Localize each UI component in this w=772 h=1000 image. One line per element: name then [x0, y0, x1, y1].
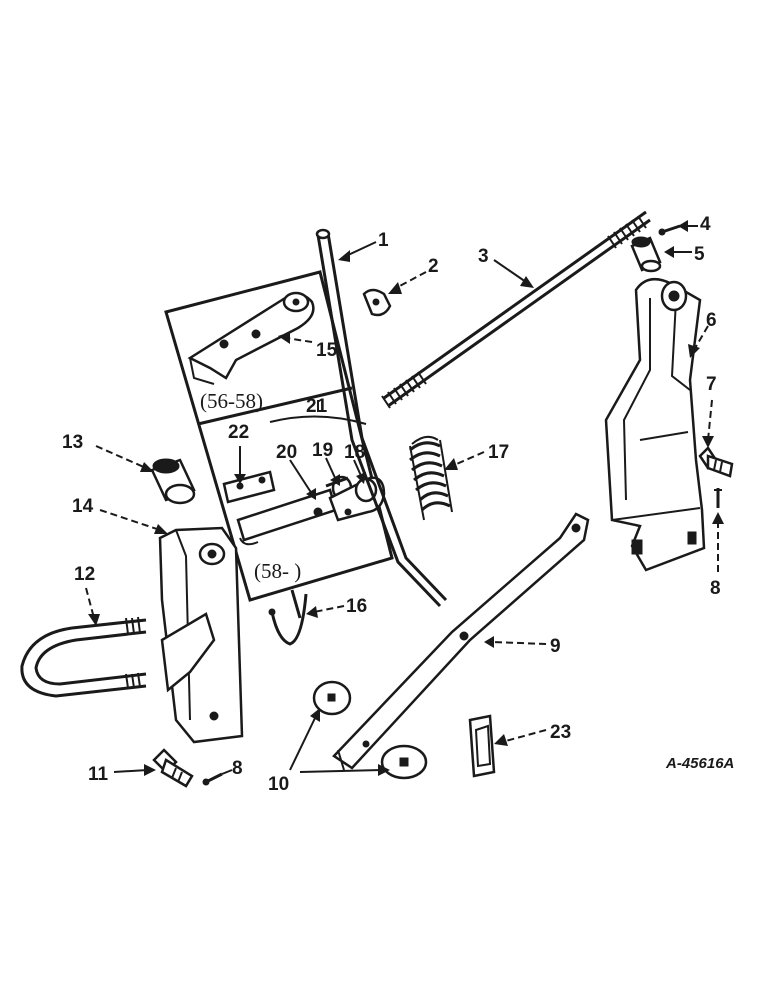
callout-1: 1 [378, 230, 389, 251]
callout-14: 14 [72, 496, 94, 517]
part-8-screw-left [202, 772, 223, 786]
callout-11: 11 [88, 764, 109, 785]
callout-2: 2 [428, 256, 439, 277]
inset-label-lower: (58- ) [254, 559, 301, 583]
callout-3: 3 [478, 246, 489, 267]
callout-18: 18 [344, 442, 365, 463]
figure-reference: A-45616A [665, 755, 734, 772]
callout-7: 7 [706, 374, 717, 395]
callout-9: 9 [550, 636, 561, 657]
part-7-bolt [698, 446, 734, 478]
part-2-clip [362, 288, 392, 317]
part-13-bushing [150, 458, 196, 505]
part-5-bushing [630, 236, 662, 273]
part-9-bar [332, 512, 590, 771]
callout-23: 23 [550, 722, 571, 743]
callout-15: 15 [316, 340, 338, 361]
inset-label-upper: (56-58) [200, 389, 263, 413]
part-12-u-bolt [20, 616, 147, 698]
part-10-washer-lower [380, 744, 428, 780]
callout-8-left: 8 [232, 758, 243, 779]
part-3-threaded-rod [381, 210, 651, 409]
callout-16: 16 [346, 596, 367, 617]
callout-4: 4 [700, 214, 711, 235]
part-23-plate [468, 714, 496, 778]
part-20-plate [236, 488, 338, 542]
callout-6: 6 [706, 310, 717, 331]
callout-13: 13 [62, 432, 83, 453]
callout-8-right: 8 [710, 578, 721, 599]
callout-17: 17 [488, 442, 509, 463]
part-1-rod [315, 228, 448, 608]
inset-panel [164, 270, 394, 602]
part-4-cotter-pin [658, 224, 681, 236]
part-10-washer-upper [312, 680, 352, 716]
part-11-bolt [152, 748, 194, 788]
callout-10: 10 [268, 774, 289, 795]
leader-lines [85, 220, 724, 776]
part-16-clip [268, 589, 308, 646]
part-15-link [187, 291, 315, 385]
part-8-screw-right [714, 488, 722, 508]
part-6-bracket [604, 277, 706, 572]
part-22-block [222, 470, 276, 504]
part-17-spring [409, 435, 453, 521]
callout-22: 22 [228, 422, 249, 443]
part-14-lever [158, 526, 244, 744]
callout-5: 5 [694, 244, 705, 265]
callout-12: 12 [74, 564, 95, 585]
callout-21: 21 [306, 396, 328, 417]
callout-20: 20 [276, 442, 297, 463]
callout-19: 19 [312, 440, 333, 461]
